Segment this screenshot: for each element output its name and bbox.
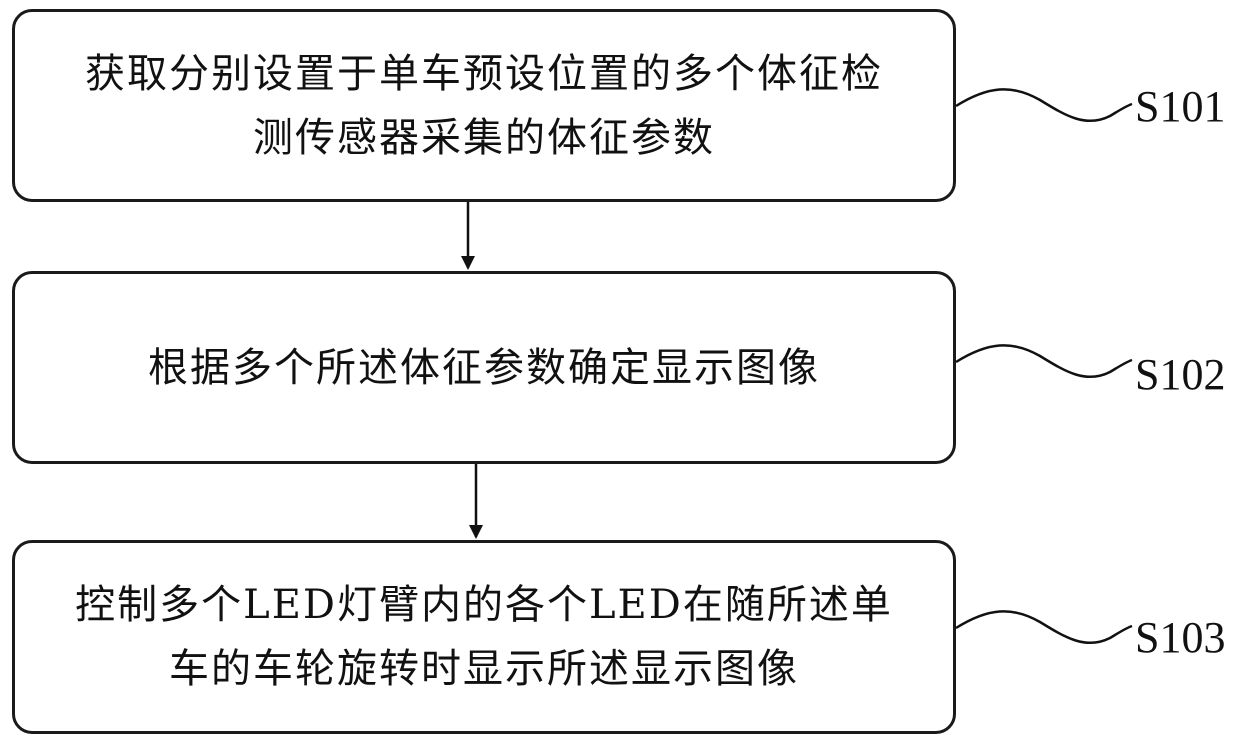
- step-box-s103: 控制多个LED灯臂内的各个LED在随所述单 车的车轮旋转时显示所述显示图像: [12, 540, 956, 734]
- leader-line-s102: [956, 345, 1132, 377]
- step-box-s101: 获取分别设置于单车预设位置的多个体征检 测传感器采集的体征参数: [12, 9, 956, 202]
- step-text-s102: 根据多个所述体征参数确定显示图像: [43, 336, 925, 400]
- leader-line-s101: [956, 89, 1132, 121]
- step-box-s102: 根据多个所述体征参数确定显示图像: [12, 271, 956, 464]
- step-label-s102: S102: [1135, 353, 1225, 397]
- step-label-s101: S101: [1135, 85, 1225, 129]
- step-text-line: 控制多个LED灯臂内的各个LED在随所述单: [43, 573, 925, 637]
- step-text-s103: 控制多个LED灯臂内的各个LED在随所述单 车的车轮旋转时显示所述显示图像: [43, 573, 925, 701]
- step-text-s101: 获取分别设置于单车预设位置的多个体征检 测传感器采集的体征参数: [43, 42, 925, 170]
- leader-line-s103: [956, 611, 1132, 643]
- arrowhead-s101-to-s102: [461, 256, 475, 270]
- step-text-line: 获取分别设置于单车预设位置的多个体征检: [43, 42, 925, 106]
- step-text-line: 测传感器采集的体征参数: [43, 106, 925, 170]
- step-text-line: 车的车轮旋转时显示所述显示图像: [43, 637, 925, 701]
- step-label-s103: S103: [1135, 616, 1225, 660]
- arrowhead-s102-to-s103: [469, 525, 483, 539]
- step-text-line: 根据多个所述体征参数确定显示图像: [43, 336, 925, 400]
